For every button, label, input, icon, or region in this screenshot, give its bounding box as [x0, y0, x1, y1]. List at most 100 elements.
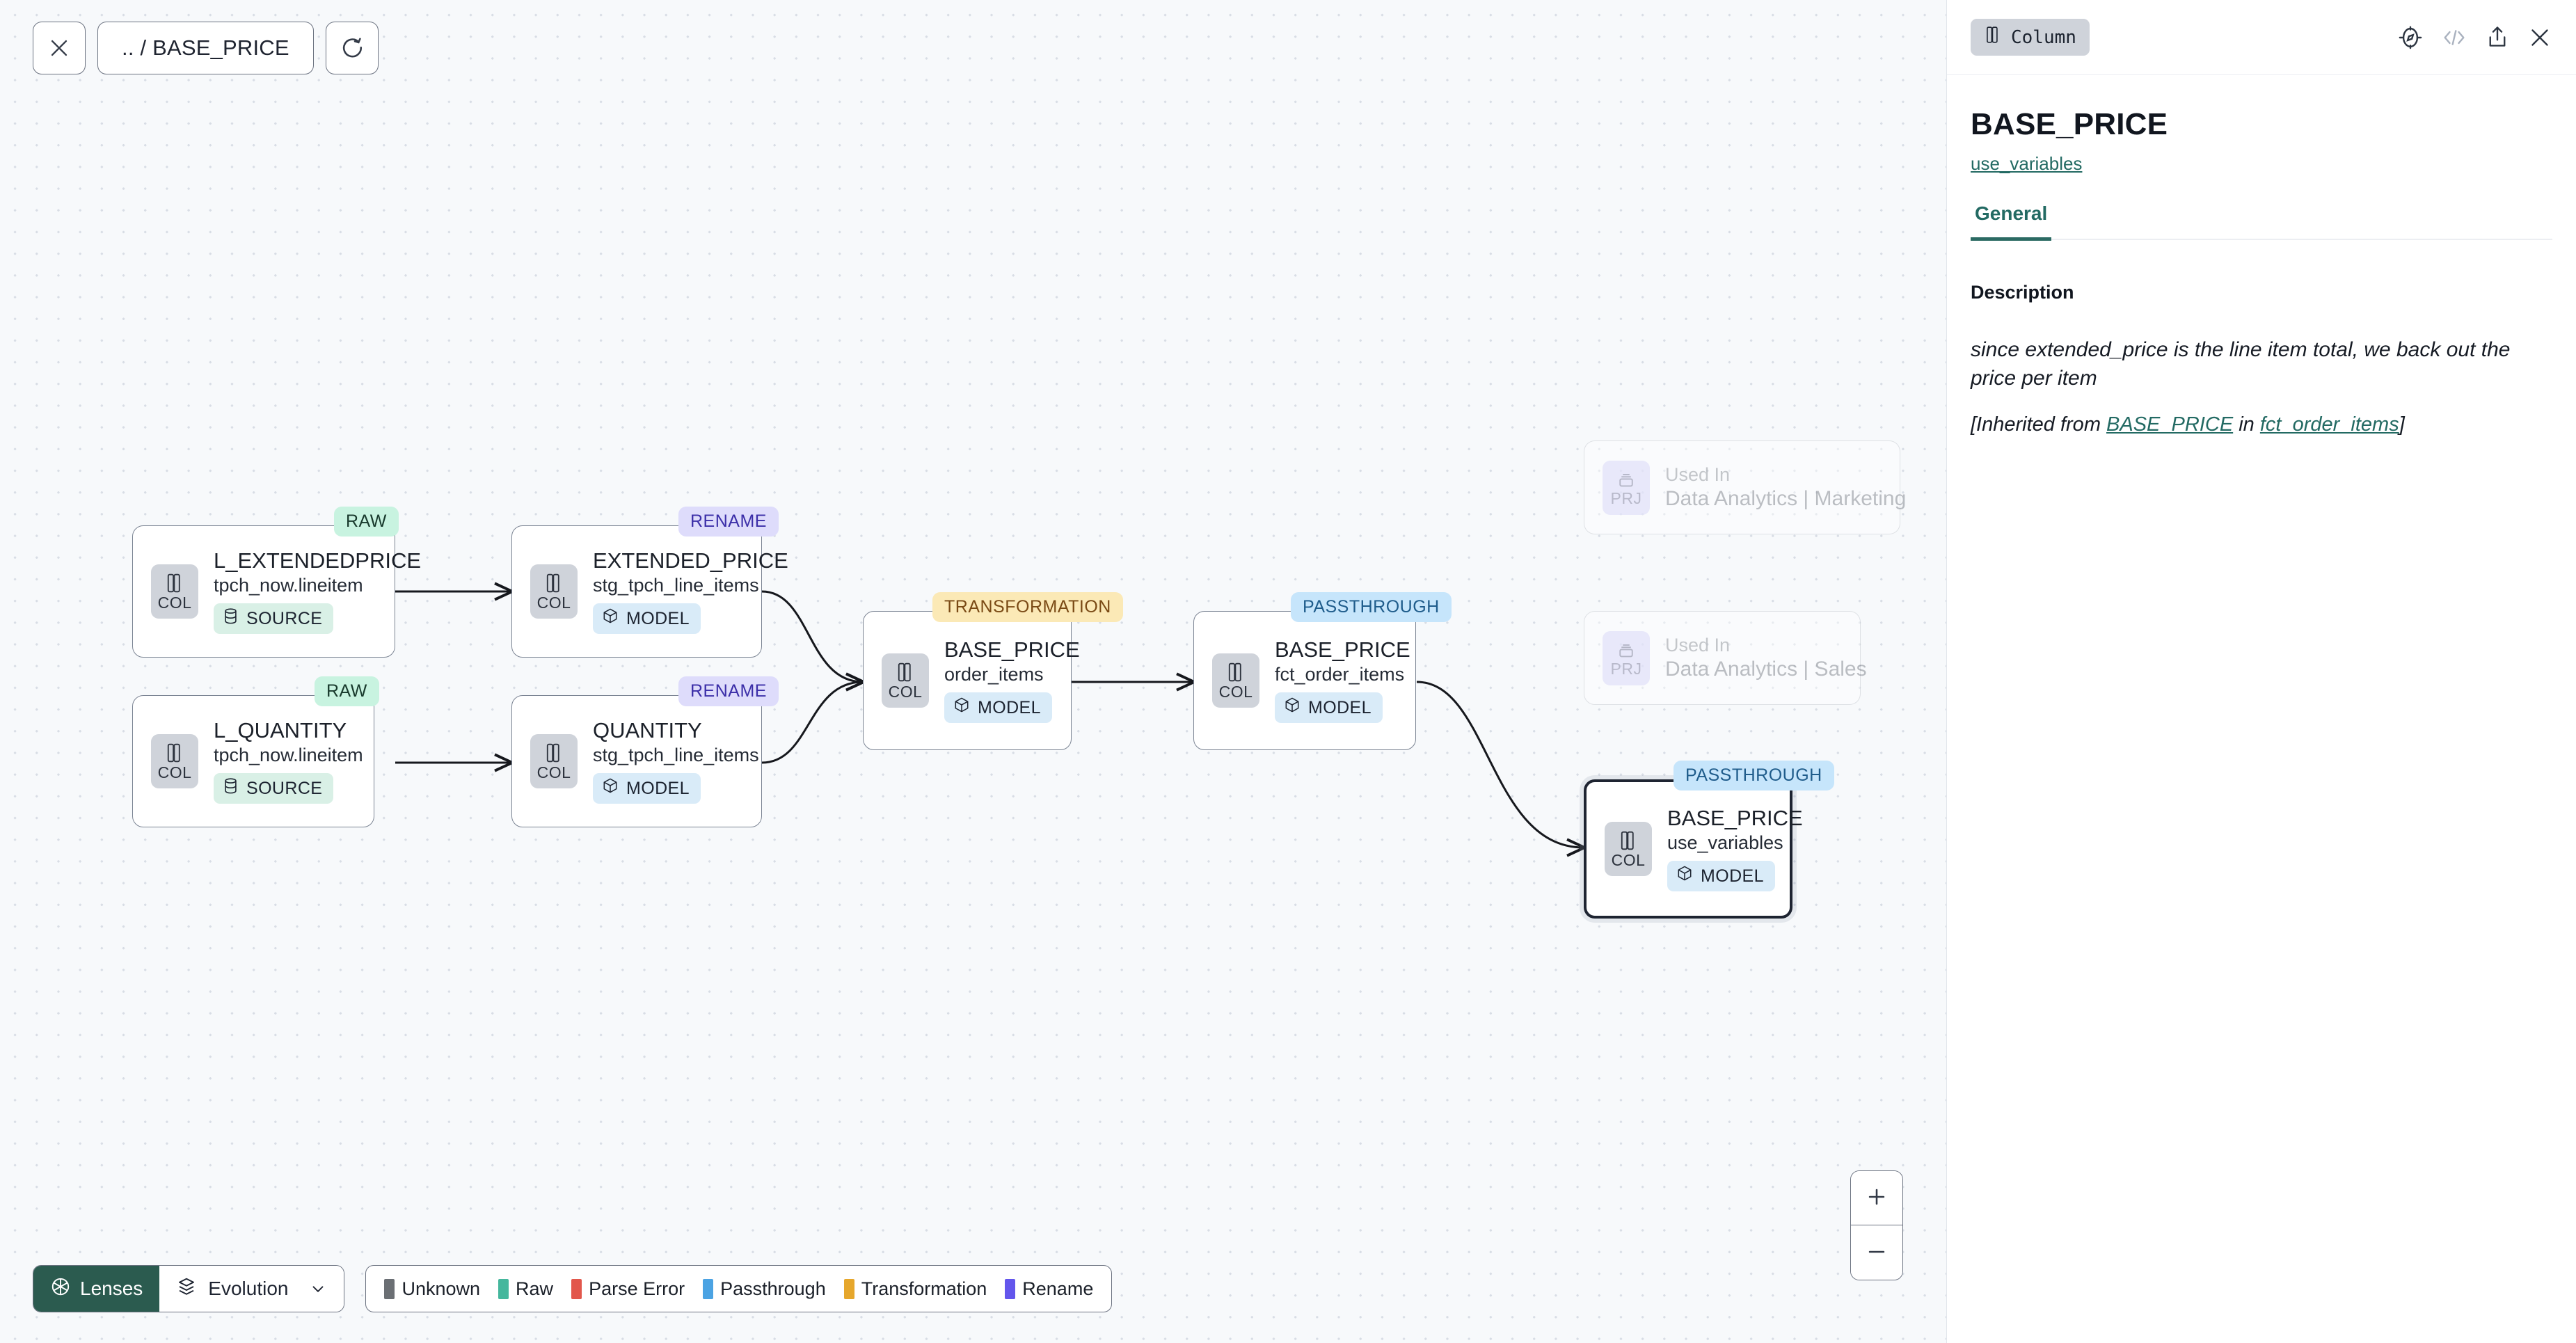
zoom-out-button[interactable] [1851, 1225, 1902, 1280]
node-body: BASE_PRICE fct_order_items MODEL [1275, 637, 1410, 724]
lineage-node-used-in-sales[interactable]: PRJ Used In Data Analytics | Sales [1584, 611, 1867, 705]
legend-label: Parse Error [589, 1278, 685, 1299]
lenses-label: Lenses [80, 1278, 143, 1299]
lineage-node-quantity[interactable]: COL QUANTITY stg_tpch_line_items MODEL [511, 695, 762, 827]
close-icon[interactable] [2527, 25, 2552, 50]
explore-icon[interactable] [2398, 25, 2423, 50]
lineage-node-extended-price[interactable]: COL EXTENDED_PRICE stg_tpch_line_items M… [511, 525, 788, 658]
node-title: BASE_PRICE [1275, 637, 1410, 662]
column-icon [1984, 25, 2002, 49]
node-chip-model: MODEL [593, 603, 701, 635]
zoom-controls [1850, 1170, 1903, 1280]
node-chip-source: SOURCE [214, 773, 334, 804]
lenses-button[interactable]: Lenses [33, 1266, 160, 1312]
chevron-down-icon [309, 1280, 327, 1298]
node-chip-label: MODEL [1701, 866, 1764, 886]
layers-icon [176, 1276, 197, 1302]
close-graph-button[interactable] [33, 22, 86, 74]
entity-kind-chip: Column [1971, 19, 2090, 56]
node-chip-label: MODEL [1308, 697, 1372, 717]
detail-panel: Column [1946, 0, 2576, 1343]
legend-swatch [571, 1278, 582, 1299]
model-link[interactable]: use_variables [1971, 153, 2083, 174]
column-icon: COL [1605, 822, 1652, 876]
zoom-in-button[interactable] [1851, 1171, 1902, 1225]
node-subtitle: use_variables [1667, 832, 1783, 854]
node-subtitle: tpch_now.lineitem [214, 745, 363, 766]
column-icon: COL [1212, 653, 1259, 708]
node-chip-label: MODEL [626, 608, 690, 628]
evolution-dropdown[interactable]: Evolution [159, 1266, 344, 1312]
refresh-button[interactable] [325, 22, 379, 74]
node-body: L_QUANTITY tpch_now.lineitem SOURCE [214, 717, 363, 804]
lineage-node-l-quantity[interactable]: COL L_QUANTITY tpch_now.lineitem SOURCE [132, 695, 374, 827]
legend-item[interactable]: Unknown [384, 1278, 480, 1300]
node-icon-label: PRJ [1610, 659, 1642, 678]
cube-icon [1284, 697, 1301, 719]
legend-item[interactable]: Transformation [843, 1278, 987, 1300]
node-title: QUANTITY [593, 717, 702, 742]
node-icon-label: COL [1218, 683, 1253, 701]
node-icon-label: COL [536, 763, 571, 781]
column-icon: COL [530, 734, 578, 788]
code-icon[interactable] [2441, 26, 2467, 49]
canvas-toolbar: .. / BASE_PRICE [33, 22, 379, 74]
lineage-node-l-extendedprice[interactable]: COL L_EXTENDEDPRICE tpch_now.lineitem SO… [132, 525, 422, 658]
project-icon: PRJ [1603, 630, 1650, 685]
panel-tabs: General [1971, 202, 2552, 241]
canvas-bottom-toolbar: Lenses Evolution [33, 1265, 1113, 1312]
node-icon-label: COL [157, 594, 192, 612]
panel-header-actions [2398, 25, 2552, 50]
share-icon[interactable] [2486, 25, 2509, 50]
page-title: BASE_PRICE [1971, 107, 2168, 141]
description-label: Description [1971, 281, 2074, 303]
aperture-icon [50, 1276, 71, 1302]
node-body: Used In Data Analytics | Marketing [1665, 463, 1907, 511]
node-chip-label: MODEL [626, 778, 690, 798]
node-body: QUANTITY stg_tpch_line_items MODEL [593, 717, 759, 804]
lineage-node-base-price-use-variables[interactable]: COL BASE_PRICE use_variables MODEL [1584, 779, 1803, 919]
node-icon-label: COL [888, 683, 923, 701]
project-icon: PRJ [1603, 460, 1650, 515]
node-badge-passthrough: PASSTHROUGH [1291, 592, 1452, 622]
node-subtitle: stg_tpch_line_items [593, 575, 759, 596]
legend-label: Rename [1022, 1278, 1094, 1299]
legend-item[interactable]: Raw [498, 1278, 553, 1300]
database-icon [223, 607, 239, 630]
description-text: since extended_price is the line item to… [1971, 337, 2511, 390]
legend-swatch [703, 1278, 714, 1299]
breadcrumb[interactable]: .. / BASE_PRICE [97, 22, 314, 74]
node-chip-label: SOURCE [246, 778, 323, 798]
lineage-node-base-price-fct-order-items[interactable]: COL BASE_PRICE fct_order_items MODEL [1193, 611, 1416, 750]
node-title: Used In [1665, 463, 1731, 485]
column-icon: COL [882, 653, 929, 708]
lineage-node-used-in-marketing[interactable]: PRJ Used In Data Analytics | Marketing [1584, 440, 1907, 534]
node-body: L_EXTENDEDPRICE tpch_now.lineitem SOURCE [214, 548, 422, 635]
legend-item[interactable]: Rename [1005, 1278, 1093, 1300]
node-badge-raw: RAW [334, 507, 399, 537]
inherited-model-link[interactable]: fct_order_items [2259, 413, 2399, 436]
lineage-node-base-price-order-items[interactable]: COL BASE_PRICE order_items MODEL [863, 611, 1080, 750]
legend-item[interactable]: Parse Error [571, 1278, 685, 1300]
node-subtitle: Data Analytics | Marketing [1665, 486, 1907, 510]
node-title: L_EXTENDEDPRICE [214, 548, 422, 573]
node-badge-passthrough: PASSTHROUGH [1673, 761, 1834, 790]
minus-icon [1865, 1240, 1889, 1266]
node-chip-model: MODEL [1667, 861, 1775, 892]
lineage-legend: Unknown Raw Parse Error Passthrough Tran… [365, 1265, 1113, 1312]
legend-item[interactable]: Passthrough [703, 1278, 826, 1300]
cube-icon [953, 697, 970, 719]
legend-label: Raw [516, 1278, 554, 1299]
cube-icon [602, 607, 619, 630]
node-title: BASE_PRICE [944, 637, 1080, 662]
tab-general[interactable]: General [1971, 202, 2052, 241]
column-icon: COL [151, 734, 198, 788]
inherited-note: [Inherited from BASE_PRICE in fct_order_… [1971, 413, 2552, 436]
inherited-column-link[interactable]: BASE_PRICE [2106, 413, 2234, 436]
node-title: BASE_PRICE [1667, 805, 1803, 830]
detail-panel-header: Column [1947, 0, 2576, 75]
node-title: L_QUANTITY [214, 717, 347, 742]
node-icon-label: COL [1611, 851, 1646, 869]
lineage-canvas[interactable]: .. / BASE_PRICE RAW COL [0, 0, 1946, 1343]
legend-swatch [843, 1278, 854, 1299]
